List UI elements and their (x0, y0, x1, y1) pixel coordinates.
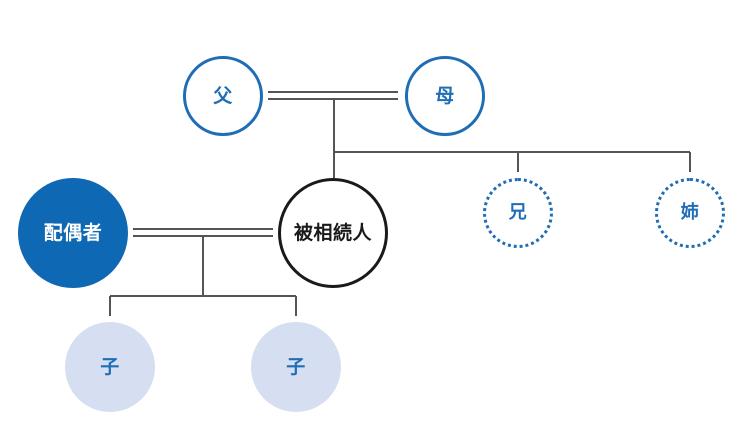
brother-node: 兄 (483, 178, 553, 248)
father-node: 父 (183, 56, 263, 136)
decedent-label: 被相続人 (293, 221, 372, 244)
child-1-label: 子 (100, 355, 120, 378)
spouse-label: 配偶者 (43, 221, 103, 244)
decedent-node: 被相続人 (278, 178, 388, 288)
spouse-node: 配偶者 (18, 178, 128, 288)
sister-node: 姉 (655, 178, 725, 248)
father-label: 父 (213, 84, 233, 107)
child-node-2: 子 (251, 322, 341, 412)
mother-label: 母 (435, 84, 455, 107)
child-2-label: 子 (286, 355, 306, 378)
child-node-1: 子 (65, 322, 155, 412)
sister-label: 姉 (680, 202, 700, 223)
brother-label: 兄 (508, 202, 528, 223)
mother-node: 母 (405, 56, 485, 136)
